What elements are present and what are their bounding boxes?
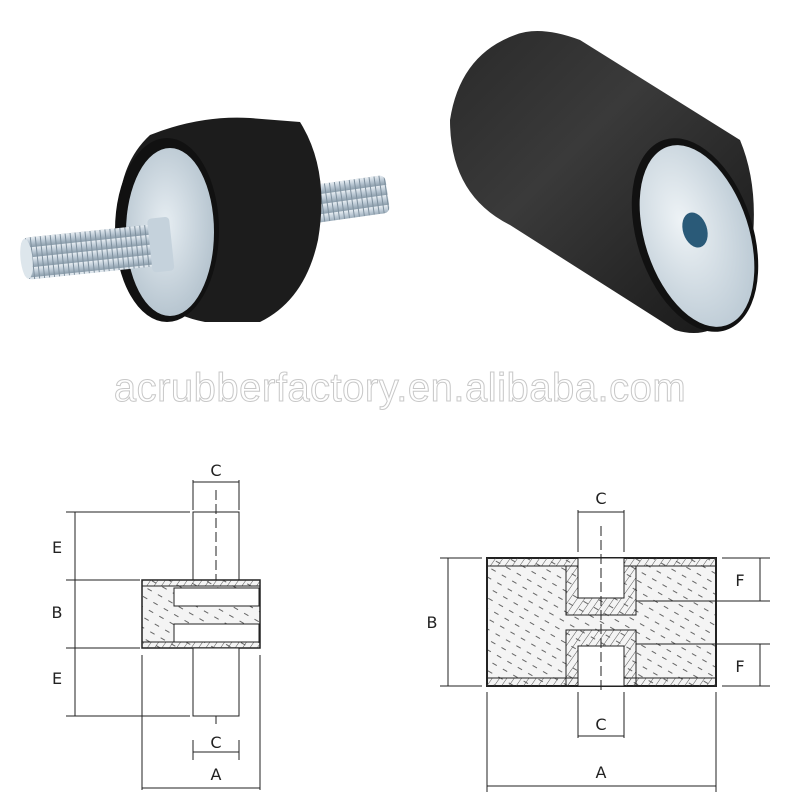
watermark-text: acrubberfactory.en.alibaba.com — [113, 366, 687, 411]
threaded-hole-icon — [682, 212, 708, 248]
female-female-mount-diagram: C C B F F A — [400, 440, 800, 800]
label-f-bottom: F — [735, 657, 744, 676]
label-f-top: F — [735, 571, 744, 590]
label-e-bottom: E — [52, 669, 62, 688]
male-male-dimension-drawing: C C E B E A — [52, 461, 261, 790]
label-c-top: C — [595, 489, 606, 508]
label-b: B — [427, 613, 438, 632]
label-c-bottom: C — [210, 733, 221, 752]
male-male-mount-diagram: C C E B E A — [0, 440, 400, 800]
female-female-mount-photo — [420, 0, 800, 370]
female-female-dimension-drawing: C C B F F A — [427, 489, 770, 792]
label-b: B — [52, 603, 63, 622]
label-a: A — [211, 765, 222, 784]
label-c-top: C — [210, 461, 221, 480]
male-male-mount-illustration — [20, 117, 390, 322]
label-e-top: E — [52, 538, 62, 557]
label-c-bottom: C — [595, 715, 606, 734]
label-a: A — [596, 763, 607, 782]
female-female-mount-illustration — [450, 31, 759, 333]
male-male-mount-photo — [0, 60, 400, 360]
